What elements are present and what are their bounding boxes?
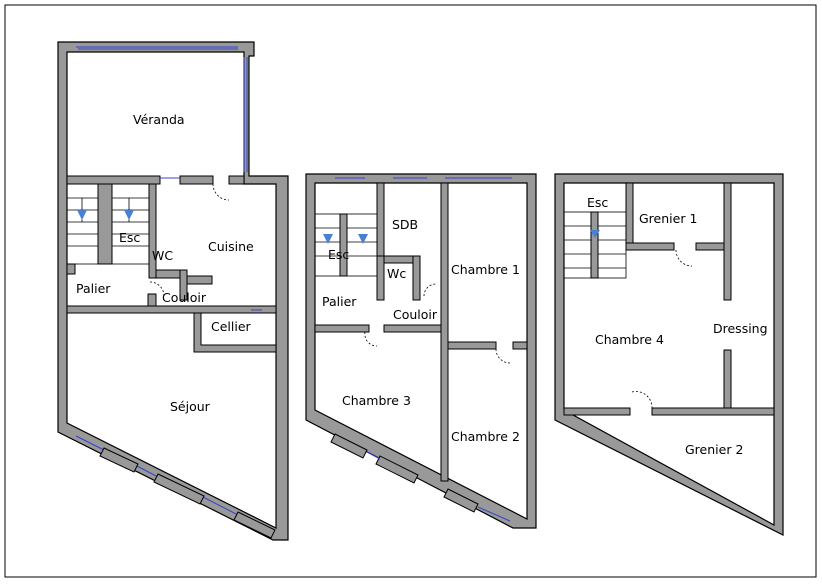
label-grenier1: Grenier 1 (639, 211, 697, 226)
grenier2-wall (563, 407, 631, 416)
interior-attic (563, 182, 775, 527)
room-labels: Véranda Esc WC Cuisine Palier Couloir Ce… (76, 112, 768, 457)
label-chambre1: Chambre 1 (451, 262, 520, 277)
label-cuisine: Cuisine (208, 239, 254, 254)
label-chambre2: Chambre 2 (451, 429, 520, 444)
label-dressing: Dressing (713, 321, 768, 336)
label-sejour: Séjour (170, 399, 211, 414)
chambre-divider-wall (447, 341, 497, 350)
label-wc-first: Wc (387, 266, 406, 281)
palier-wall (66, 305, 277, 314)
label-couloir-ground: Couloir (162, 290, 207, 305)
label-chambre4: Chambre 4 (595, 332, 664, 347)
plan-attic (554, 173, 784, 536)
label-esc-first: Esc (328, 247, 349, 262)
grenier1-walls (625, 182, 634, 246)
stair-arrow-icon (358, 234, 368, 244)
image-frame (4, 4, 817, 578)
label-wc-ground: WC (152, 248, 173, 263)
label-cellier: Cellier (211, 319, 252, 334)
label-sdb: SDB (392, 217, 418, 232)
label-veranda: Véranda (133, 112, 185, 127)
label-esc-ground: Esc (119, 230, 140, 245)
label-palier-first: Palier (322, 294, 357, 309)
label-esc-attic: Esc (587, 195, 608, 210)
plan-first-floor (305, 173, 537, 529)
label-chambre3: Chambre 3 (342, 393, 411, 408)
plan-ground-floor (57, 41, 289, 541)
first-landing-wall (314, 324, 370, 333)
label-palier-ground: Palier (76, 281, 111, 296)
stair-attic (563, 211, 627, 279)
stair-first (314, 213, 378, 277)
stair-arrow-icon (77, 210, 87, 220)
label-couloir-first: Couloir (393, 307, 438, 322)
wc-walls (148, 183, 157, 279)
stair-ground (66, 183, 150, 265)
dressing-walls (723, 182, 732, 301)
veranda-wall (66, 175, 161, 185)
stair-arrow-icon (124, 210, 134, 220)
stair-arrow-icon (590, 230, 600, 238)
interior-first (314, 182, 528, 520)
label-grenier2: Grenier 2 (685, 442, 743, 457)
first-central-wall (440, 182, 449, 482)
stair-arrow-icon (323, 234, 333, 244)
cellier-walls (193, 312, 277, 353)
interior-ground (66, 51, 277, 529)
